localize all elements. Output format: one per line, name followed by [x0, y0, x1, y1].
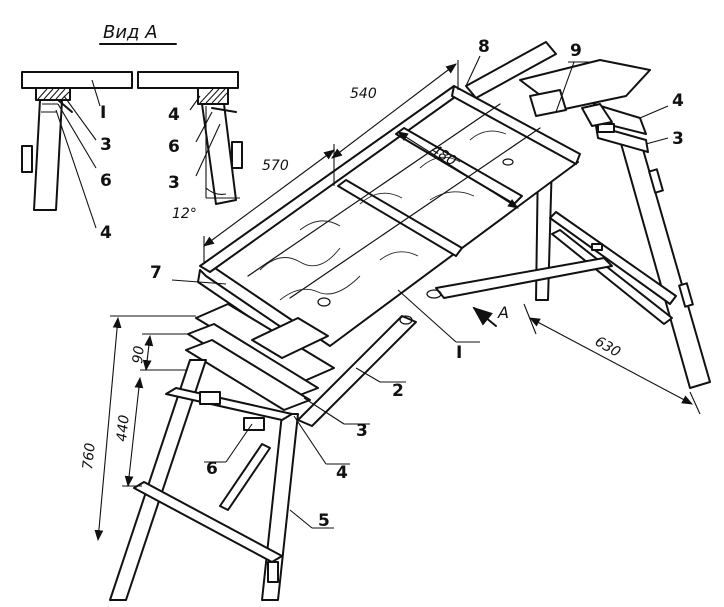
dim-760: 760	[80, 442, 99, 470]
front-ladder	[109, 359, 299, 601]
part-8-rail	[465, 41, 557, 99]
dim-90: 90	[130, 345, 148, 364]
dim-630: 630	[592, 334, 623, 361]
callout-1: I	[456, 343, 462, 363]
callout-4-lower: 4	[336, 463, 348, 483]
rear-leg-assembly	[535, 139, 711, 389]
callout-8: 8	[478, 37, 490, 57]
dim-440: 440	[114, 414, 133, 442]
inset-label-1: I	[100, 103, 106, 123]
callout-2: 2	[392, 381, 404, 401]
brace-part-2	[297, 257, 613, 427]
inset-label-6: 6	[100, 171, 112, 191]
inset-left-leg	[33, 99, 63, 211]
exploded-plank-3	[185, 339, 311, 411]
inset-label-4: 4	[100, 223, 112, 243]
dim-540: 540	[350, 86, 377, 102]
callout-3-top: 3	[672, 129, 684, 149]
inset-left-hinge	[57, 99, 73, 113]
platform	[197, 85, 581, 347]
inset-title: Вид А	[103, 22, 158, 43]
callout-5: 5	[318, 511, 330, 531]
callouts: 8 9 4 3 7 I 2 3 4 5 6	[150, 37, 684, 531]
inset-label-3-right: 3	[168, 173, 180, 193]
brace-upper	[435, 257, 613, 299]
ladder-left-rail	[109, 359, 207, 601]
platform-mid-crossbar	[337, 179, 463, 257]
inset-view-a: Вид А I 3 6 4 4	[21, 22, 243, 243]
inset-left-cleat	[21, 145, 33, 173]
callout-9: 9	[570, 41, 582, 61]
rear-crossbar	[549, 211, 677, 305]
inset-right-wedge	[211, 107, 237, 113]
brace-2	[297, 315, 417, 427]
callout-7: 7	[150, 263, 162, 283]
inset-plank-right	[137, 71, 239, 89]
exploded-block	[251, 317, 329, 359]
exploded-parts	[185, 303, 335, 411]
callout-6: 6	[206, 459, 218, 479]
ladder-rung-2	[133, 481, 283, 563]
top-rear-frame	[465, 41, 651, 153]
view-a-arrow	[472, 306, 497, 327]
dimension-lines: 540 570 480 630 760 90 440	[80, 60, 701, 542]
ladder-rung-1	[165, 387, 293, 421]
rear-outer-leg	[619, 139, 711, 389]
callout-3-lower: 3	[356, 421, 368, 441]
inset-plank-left	[21, 71, 133, 89]
inset-angle-label: 12°	[172, 206, 197, 222]
callout-4-top: 4	[672, 91, 684, 111]
arrow-label-a: A	[497, 303, 509, 322]
hinge-strap	[219, 443, 271, 511]
inset-label-6-right: 6	[168, 137, 180, 157]
dim-570: 570	[262, 158, 289, 174]
inset-right-cleat	[231, 141, 243, 169]
inset-label-3: 3	[100, 135, 112, 155]
inset-label-4-right: 4	[168, 105, 180, 125]
